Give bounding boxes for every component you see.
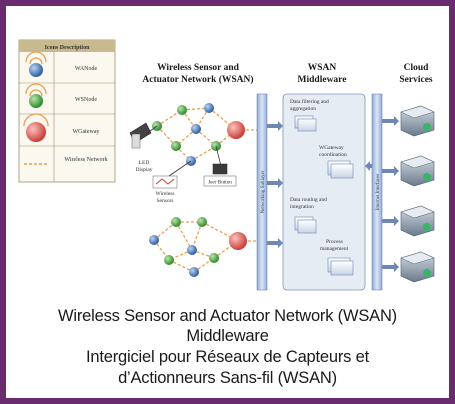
block-1-line2: aggregation bbox=[290, 106, 316, 112]
wsnode bbox=[177, 105, 187, 115]
cloud-title-line1: Cloud bbox=[404, 63, 430, 73]
wanode bbox=[191, 124, 201, 134]
block-3-line1: Data routing and bbox=[290, 197, 327, 203]
wireless-sensors-label-line2: Sensors bbox=[156, 198, 173, 204]
wgateway bbox=[227, 121, 245, 139]
wsnode bbox=[171, 141, 181, 151]
wanode bbox=[149, 235, 159, 245]
actuator-label: Jeer Button bbox=[208, 180, 232, 186]
wgateway bbox=[229, 232, 247, 250]
block-3-line2: integration bbox=[290, 204, 314, 210]
figure-frame: Icons Description WANode WSNode WGateway… bbox=[6, 6, 449, 398]
middleware-block-3: Data routing and integration bbox=[290, 197, 327, 234]
cloud-server-4 bbox=[400, 251, 435, 283]
wireless-sensors-label-line1: Wireless bbox=[155, 191, 174, 197]
wanode bbox=[189, 267, 199, 277]
caption-line-1: Wireless Sensor and Actuator Network (WS… bbox=[58, 307, 397, 325]
wsnode bbox=[209, 253, 219, 263]
middleware-panel bbox=[282, 93, 366, 291]
legend: Icons Description WANode WSNode WGateway… bbox=[18, 39, 116, 183]
led-display-device bbox=[129, 122, 158, 149]
wsan-title-line2: Actuator Network (WSAN) bbox=[142, 74, 253, 85]
networking-sublayer-label: Networking Sublayer bbox=[261, 170, 266, 213]
middleware-block-4: Process management bbox=[320, 239, 354, 276]
red-node-icon bbox=[23, 113, 49, 142]
wireless-sensors-device bbox=[152, 160, 192, 189]
lower-cluster-nodes bbox=[149, 217, 247, 277]
cloud-server-3 bbox=[400, 205, 435, 237]
blue-node-icon bbox=[25, 51, 47, 77]
bus-arrows-right bbox=[365, 116, 399, 272]
legend-label-wgateway: WGateway bbox=[73, 129, 100, 135]
block-2-line2: coordination bbox=[319, 152, 347, 158]
wsnode bbox=[197, 217, 207, 227]
wanode bbox=[187, 245, 197, 255]
internet-interfaces-label: Internet Interfaces bbox=[376, 174, 381, 211]
caption-line-4: d’Actionneurs Sans-fil (WSAN) bbox=[118, 369, 337, 387]
legend-title: Icons Description bbox=[45, 45, 90, 51]
led-display-label-line1: LED bbox=[139, 160, 150, 166]
middleware-title-line2: Middleware bbox=[298, 75, 347, 85]
led-display-label-line2: Display bbox=[135, 167, 152, 173]
legend-label-wanode: WANode bbox=[75, 66, 98, 72]
actuator-device bbox=[203, 145, 237, 187]
block-2-line1: WGateway bbox=[319, 145, 344, 151]
bus-arrows-left bbox=[267, 121, 283, 248]
upper-cluster-nodes bbox=[152, 103, 245, 166]
architecture-diagram: Icons Description WANode WSNode WGateway… bbox=[18, 39, 435, 291]
cloud-server-1 bbox=[400, 105, 435, 137]
wsan-title-line1: Wireless Sensor and bbox=[157, 63, 240, 73]
cloud-title-line2: Services bbox=[399, 75, 433, 85]
cloud-server-2 bbox=[400, 155, 435, 187]
legend-label-wsnode: WSNode bbox=[75, 97, 97, 103]
block-4-line2: management bbox=[320, 246, 349, 252]
block-4-line1: Process bbox=[326, 239, 343, 245]
middleware-block-2: WGateway coordination bbox=[319, 145, 354, 179]
wsnode bbox=[171, 217, 181, 227]
block-1-line1: Data filtering and bbox=[290, 98, 329, 105]
middleware-title-line1: WSAN bbox=[308, 63, 337, 73]
networking-sublayer-bus: Networking Sublayer bbox=[256, 93, 268, 291]
caption-line-2: Middleware bbox=[186, 327, 269, 345]
legend-label-wireless-network-1: Wireless Network bbox=[64, 157, 107, 163]
green-node-icon bbox=[25, 83, 47, 108]
wanode bbox=[204, 103, 214, 113]
wsnode bbox=[164, 255, 174, 265]
internet-interfaces-bus: Internet Interfaces bbox=[371, 93, 383, 291]
caption-line-3: Intergiciel pour Réseaux de Capteurs et bbox=[86, 348, 369, 366]
middleware-block-1: Data filtering and aggregation bbox=[290, 98, 329, 132]
